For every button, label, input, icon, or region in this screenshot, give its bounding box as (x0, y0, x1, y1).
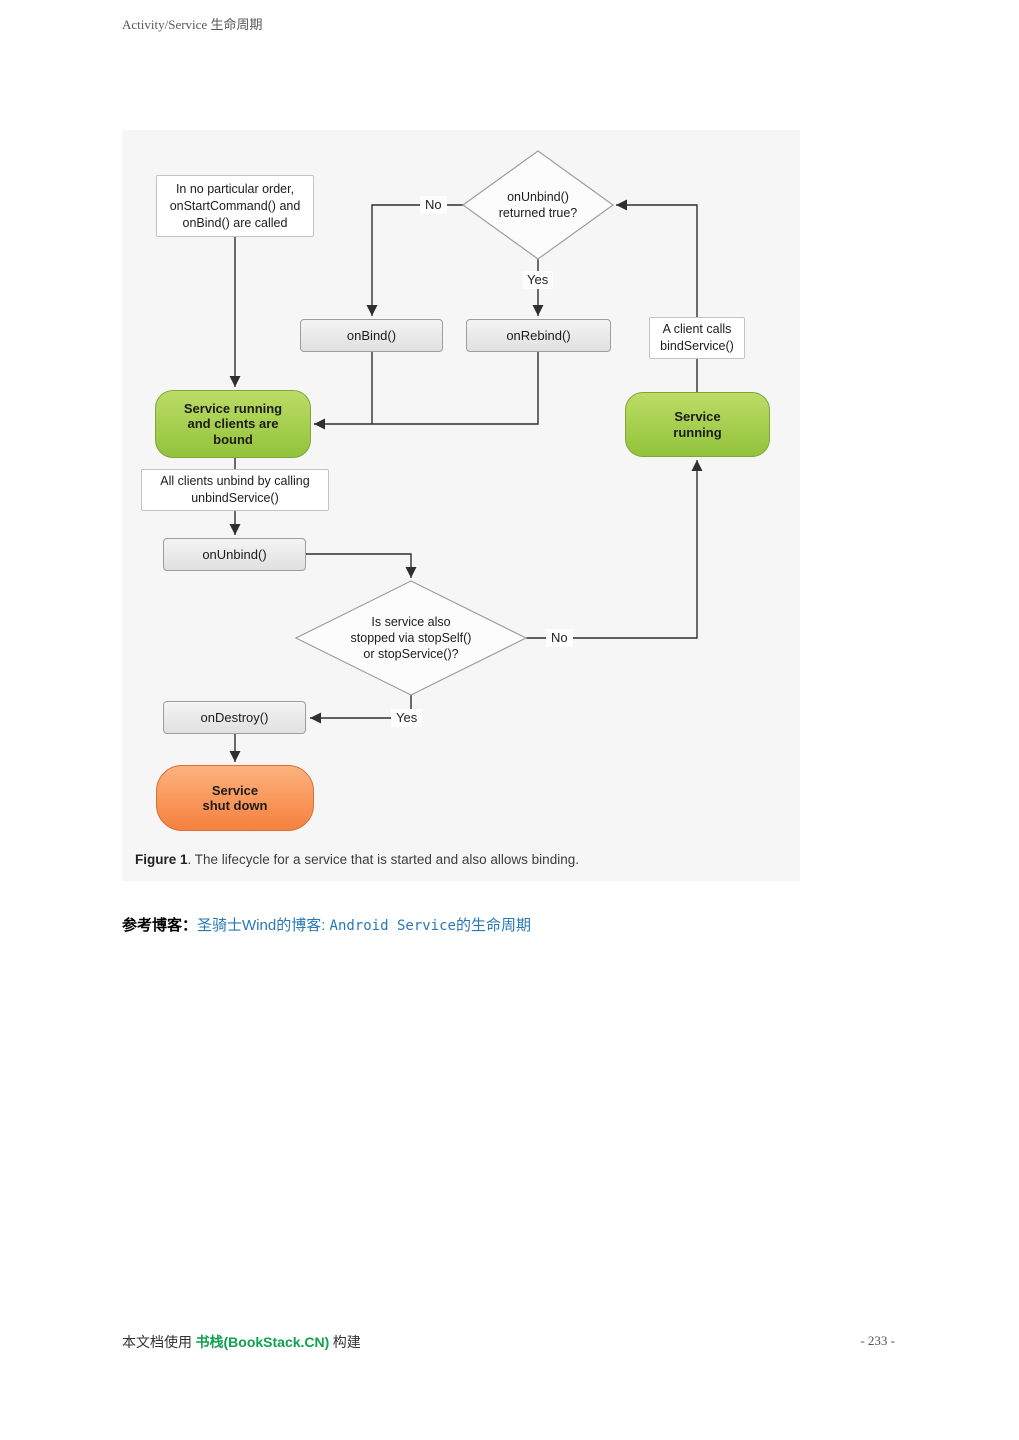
edge-label-yes-bottom: Yes (391, 709, 423, 727)
reference-link-part3: 的生命周期 (455, 917, 531, 934)
note-client-bindservice: A client calls bindService() (649, 317, 745, 359)
decision-onunbind-diamond (461, 150, 615, 260)
document-footer: 本文档使用 书栈(BookStack.CN) 构建 - 233 - (122, 1332, 895, 1352)
note-all-clients-unbind: All clients unbind by calling unbindServ… (141, 469, 329, 511)
reference-link-part2: Android Service (329, 918, 456, 934)
state-service-running: Service running (625, 392, 770, 457)
ondestroy-box: onDestroy() (163, 701, 306, 734)
service-lifecycle-figure: In no particular order, onStartCommand()… (122, 130, 800, 881)
note-start-order: In no particular order, onStartCommand()… (156, 175, 314, 237)
edge-label-no-bottom: No (546, 629, 573, 647)
edge-label-yes-top: Yes (522, 271, 554, 289)
decision-onunbind-label: onUnbind() returned true? (498, 190, 578, 220)
decision-stopped-diamond (294, 580, 528, 696)
footer-suffix: 构建 (329, 1336, 361, 1351)
onrebind-box: onRebind() (466, 319, 611, 352)
page-number: - 233 - (860, 1333, 895, 1348)
figure-caption-number: Figure 1 (135, 852, 188, 867)
footer-prefix: 本文档使用 (122, 1336, 196, 1351)
edge-label-no-top: No (420, 196, 447, 214)
decision-stopped-label: Is service also stopped via stopSelf() o… (350, 615, 472, 661)
reference-link-part1: 圣骑士Wind的博客: (197, 917, 330, 934)
onunbind-box: onUnbind() (163, 538, 306, 571)
footer-brand: 书栈(BookStack.CN) (195, 1334, 330, 1350)
reference-label: 参考博客： (122, 917, 198, 934)
state-service-shutdown: Service shut down (156, 765, 314, 831)
reference-line: 参考博客：圣骑士Wind的博客: Android Service的生命周期 (122, 914, 531, 935)
onbind-box: onBind() (300, 319, 443, 352)
reference-link[interactable]: 圣骑士Wind的博客: Android Service的生命周期 (197, 917, 531, 934)
figure-caption-text: . The lifecycle for a service that is st… (187, 852, 579, 867)
state-service-running-bound: Service running and clients are bound (155, 390, 311, 458)
figure-caption: Figure 1. The lifecycle for a service th… (135, 852, 755, 867)
document-header: Activity/Service 生命周期 (122, 17, 263, 32)
